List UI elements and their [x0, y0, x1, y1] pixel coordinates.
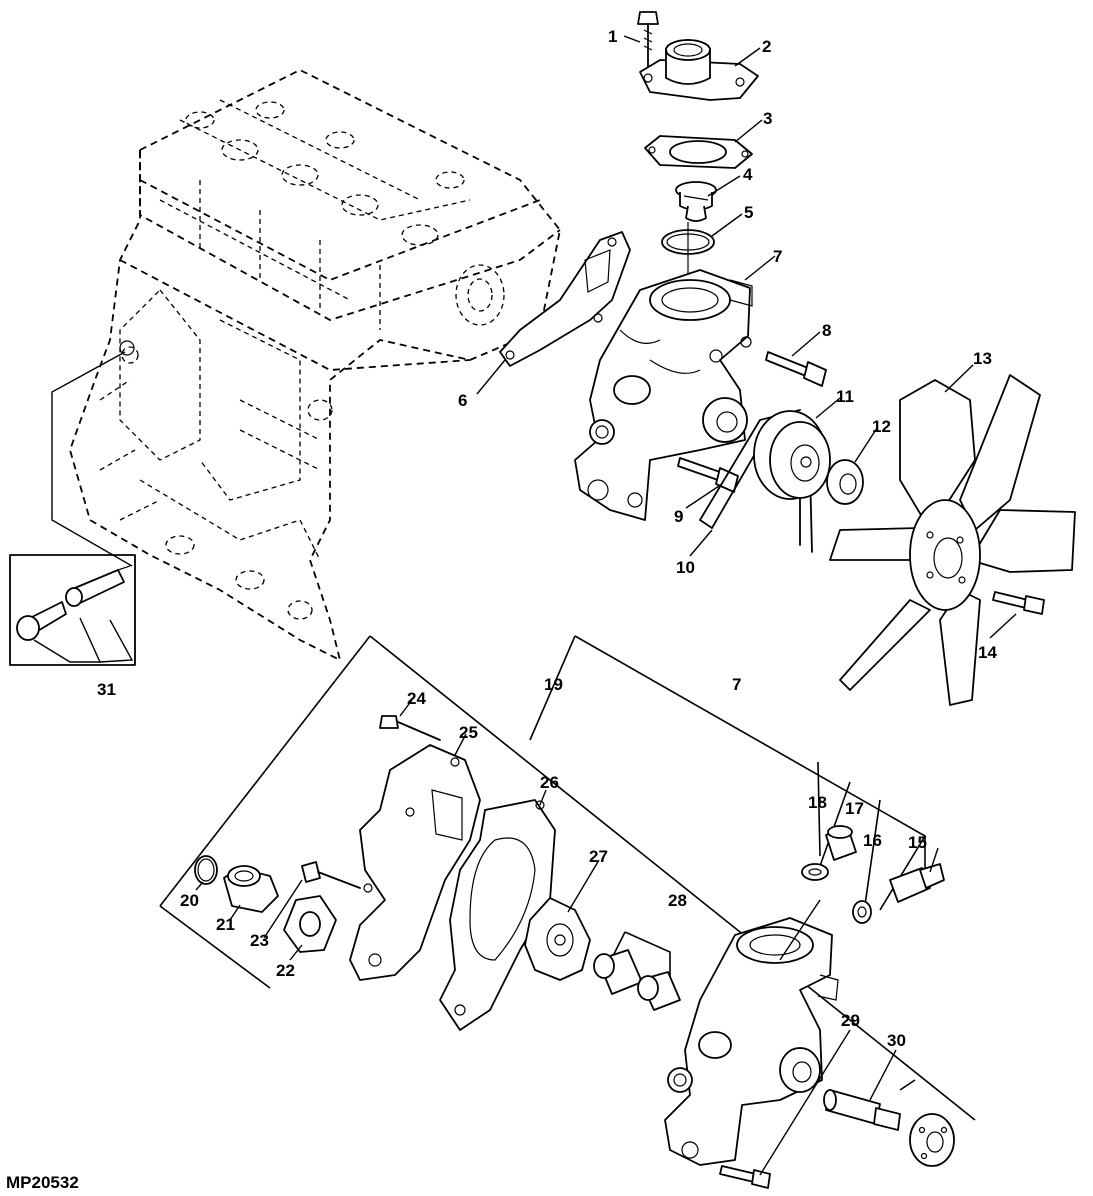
thermostat [675, 181, 717, 222]
leader-lines [195, 35, 1017, 1176]
label-22: 22 [276, 961, 295, 980]
label-6: 6 [458, 391, 467, 410]
gasket-26 [439, 799, 556, 1031]
impeller [524, 897, 591, 981]
label-30: 30 [887, 1031, 906, 1050]
plug-17 [825, 825, 857, 861]
cap-screw-24 [379, 715, 441, 741]
sensor-leader [51, 351, 133, 567]
cap-screw-1 [637, 11, 659, 67]
cap-screw-8 [765, 351, 827, 387]
label-21: 21 [216, 915, 235, 934]
washer-16 [852, 900, 872, 924]
figure-code: MP20532 [6, 1173, 79, 1192]
label-16: 16 [863, 831, 882, 850]
fan [829, 374, 1076, 706]
part-labels: 1 2 3 4 5 6 7 8 9 10 11 12 13 14 15 16 1… [97, 27, 997, 1050]
label-12: 12 [872, 417, 891, 436]
shaft-seal [593, 949, 681, 1011]
water-pump-upper [574, 269, 753, 521]
label-15: 15 [908, 833, 927, 852]
cap-screw-9 [677, 457, 739, 493]
upper-gasket [499, 231, 631, 367]
cap-screw-29 [719, 1165, 771, 1189]
label-29: 29 [841, 1011, 860, 1030]
label-1: 1 [608, 27, 617, 46]
elbow-21 [223, 865, 279, 913]
label-2: 2 [762, 37, 771, 56]
cap-screw-14 [992, 591, 1045, 615]
label-23: 23 [250, 931, 269, 950]
label-18: 18 [808, 793, 827, 812]
plug-bolt [16, 601, 67, 641]
water-pump-lower [664, 917, 839, 1166]
label-3: 3 [763, 109, 772, 128]
label-25: 25 [459, 723, 478, 742]
label-31: 31 [97, 680, 116, 699]
bracket-lines [159, 635, 976, 1121]
label-7-upper: 7 [773, 247, 782, 266]
label-20: 20 [180, 891, 199, 910]
label-19: 19 [544, 675, 563, 694]
engine-block-outline [69, 68, 561, 662]
shaft-bearing [823, 1089, 901, 1131]
label-26: 26 [540, 773, 559, 792]
sensor-inset [9, 554, 136, 666]
label-13: 13 [973, 349, 992, 368]
temperature-sender [65, 565, 131, 607]
label-17: 17 [845, 799, 864, 818]
label-5: 5 [744, 203, 753, 222]
flange [909, 1113, 955, 1167]
pulley [753, 410, 831, 500]
label-28: 28 [668, 891, 687, 910]
washer-18 [801, 863, 829, 881]
label-14: 14 [978, 643, 997, 662]
gasket-25 [349, 744, 481, 981]
cap-screw-23 [301, 861, 361, 889]
cover-gasket [644, 135, 753, 169]
label-9: 9 [674, 507, 683, 526]
label-10: 10 [676, 558, 695, 577]
spacer [826, 459, 864, 505]
label-4: 4 [743, 165, 753, 184]
label-8: 8 [822, 321, 831, 340]
sensor-15 [889, 863, 945, 903]
o-ring-20 [194, 855, 218, 885]
gasket-22 [283, 895, 337, 953]
thermostat-cover [639, 39, 759, 101]
label-24: 24 [407, 689, 426, 708]
label-27: 27 [589, 847, 608, 866]
label-7-lower: 7 [732, 675, 741, 694]
label-11: 11 [836, 387, 854, 406]
